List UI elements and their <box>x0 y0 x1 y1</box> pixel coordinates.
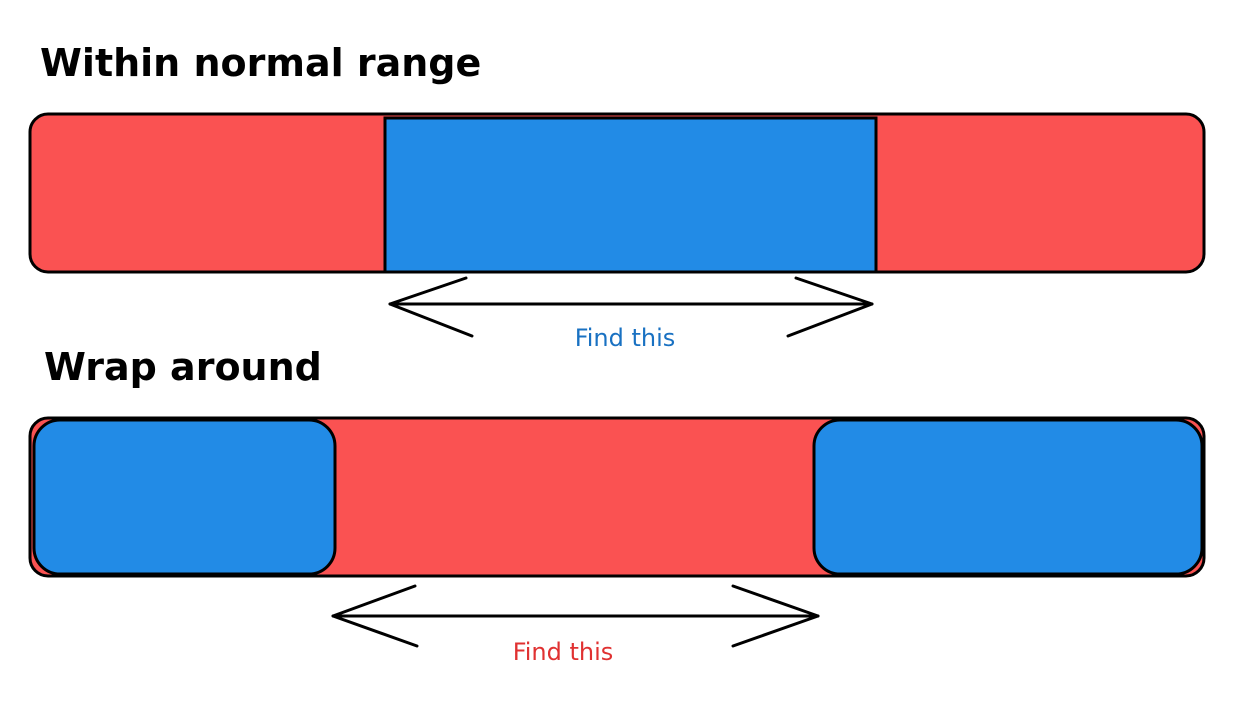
section-title-wrap-around: Wrap around <box>44 345 322 389</box>
double-arrow-icon <box>388 276 874 338</box>
double-arrow-icon <box>331 584 820 648</box>
find-this-caption-normal: Find this <box>575 324 676 352</box>
in-range-segment-left <box>32 418 337 576</box>
find-this-caption-wrap: Find this <box>513 638 614 666</box>
section-title-normal-range: Within normal range <box>40 41 481 85</box>
in-range-segment <box>383 116 878 274</box>
bar-outline <box>28 112 1206 274</box>
bar-outline <box>28 416 1206 578</box>
in-range-segment-right <box>812 418 1204 576</box>
